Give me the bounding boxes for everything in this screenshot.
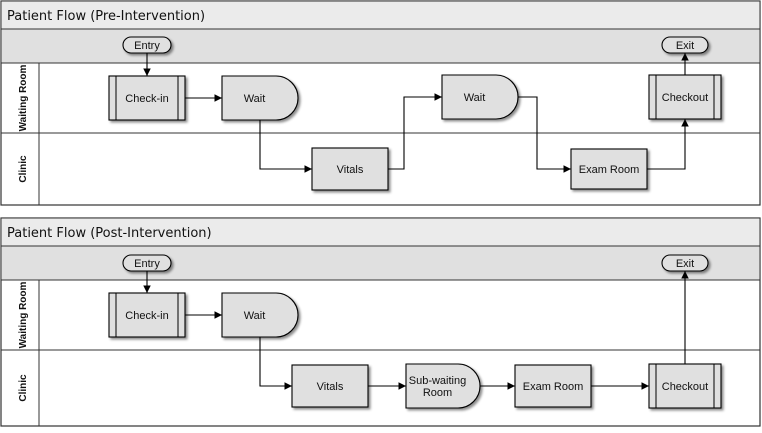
node-label: Entry — [134, 258, 160, 270]
node-label: Vitals — [317, 381, 344, 393]
node-label: Exit — [676, 40, 694, 52]
diagram-title: Patient Flow (Pre-Intervention) — [7, 9, 205, 24]
node-checkin: Check-in — [108, 292, 186, 338]
node-exit: Exit — [661, 36, 709, 54]
node-label: Wait — [464, 92, 486, 104]
edge-wait1-to-vitals — [259, 120, 312, 173]
node-label: Check-in — [125, 310, 168, 322]
lane-label-waiting-room: Waiting Room — [18, 281, 29, 348]
lane-label-clinic: Clinic — [18, 374, 29, 402]
node-wait1: Wait — [221, 292, 299, 338]
lane-label-waiting-room: Waiting Room — [18, 64, 29, 131]
node-label: Entry — [134, 40, 160, 52]
edge-wait2-to-exam — [518, 96, 571, 173]
diagram-title: Patient Flow (Post-Intervention) — [7, 226, 212, 241]
node-label: Check-in — [125, 93, 168, 105]
node-label: Wait — [244, 310, 266, 322]
node-label: Checkout — [662, 381, 708, 393]
node-wait1: Wait — [221, 75, 299, 121]
node-label: Exit — [676, 258, 694, 270]
node-label: Vitals — [337, 164, 364, 176]
node-checkout: Checkout — [648, 363, 722, 409]
node-wait2: Wait — [441, 74, 519, 120]
node-entry: Entry — [122, 36, 172, 54]
node-label: Checkout — [662, 92, 708, 104]
node-vitals: Vitals — [311, 147, 389, 191]
edge-wait1-to-vitals — [259, 337, 292, 390]
node-entry: Entry — [122, 254, 172, 272]
diagram-pre-intervention: Patient Flow (Pre-Intervention) Waiting … — [0, 0, 761, 206]
edge-exam-to-checkout — [647, 119, 689, 170]
node-checkin: Check-in — [108, 75, 186, 121]
node-vitals: Vitals — [291, 364, 369, 408]
node-label: Exam Room — [523, 381, 584, 393]
edge-vitals-to-wait2 — [388, 93, 442, 170]
node-label-line: Sub-waiting — [409, 375, 466, 387]
node-label-line: Room — [423, 387, 452, 399]
node-exit: Exit — [661, 254, 709, 272]
node-exam: Exam Room — [514, 364, 592, 408]
node-label: Exam Room — [579, 164, 640, 176]
node-label: Wait — [244, 93, 266, 105]
node-exam: Exam Room — [570, 148, 648, 190]
lane-label-clinic: Clinic — [18, 155, 29, 183]
node-checkout: Checkout — [648, 74, 722, 120]
